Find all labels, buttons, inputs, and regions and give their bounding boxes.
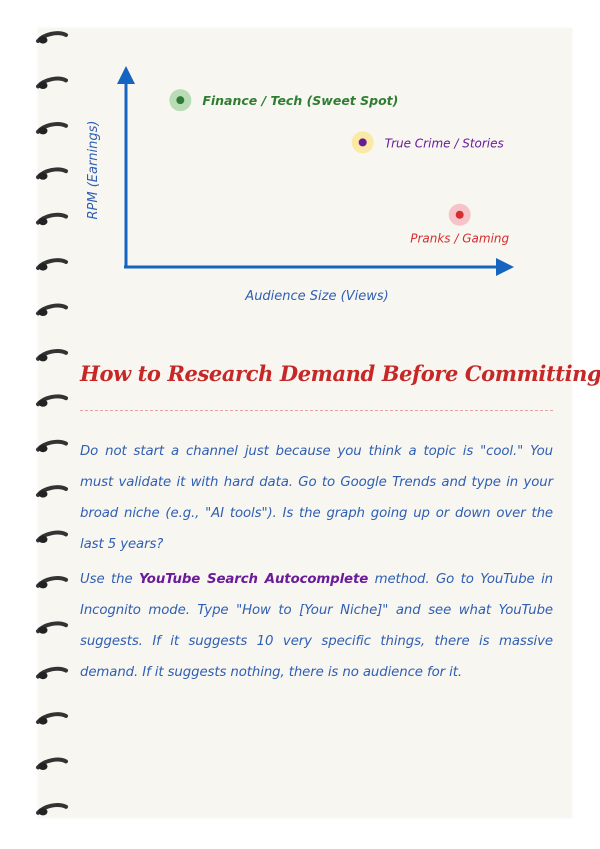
spiral-ring-icon (36, 349, 68, 362)
spiral-ring-icon (36, 485, 68, 498)
section-divider (80, 410, 553, 411)
point-dot (176, 96, 185, 105)
y-axis-label: RPM (Earnings) (86, 120, 101, 219)
spiral-ring-icon (36, 258, 68, 271)
spiral-binding (36, 31, 68, 816)
spiral-ring-icon (36, 666, 68, 680)
paragraph-autocomplete: Use the YouTube Search Autocomplete meth… (80, 564, 553, 688)
spiral-ring-icon (36, 757, 68, 771)
paragraph-rest: method. Go to YouTube in Incognito mode.… (80, 572, 553, 680)
spiral-ring-icon (36, 394, 68, 407)
spiral-ring-icon (36, 530, 68, 544)
point-label: True Crime / Stories (385, 136, 504, 150)
spiral-ring-icon (36, 212, 68, 226)
point-label: Pranks / Gaming (410, 232, 509, 246)
spiral-ring-icon (36, 712, 68, 725)
spiral-ring-icon (36, 439, 68, 453)
spiral-ring-icon (36, 167, 68, 180)
point-dot (358, 138, 367, 147)
spiral-ring-icon (36, 576, 68, 589)
spiral-ring-icon (36, 303, 68, 316)
highlight-youtube-autocomplete: YouTube Search Autocomplete (138, 572, 369, 587)
x-axis-arrow-icon (496, 258, 514, 276)
paragraph-google-trends: Do not start a channel just because you … (80, 444, 553, 552)
spiral-ring-icon (36, 803, 68, 816)
spiral-ring-icon (36, 76, 68, 89)
point-dot (455, 210, 464, 219)
y-axis-arrow-icon (117, 66, 135, 84)
paragraph-intro: Use the (80, 572, 139, 587)
x-axis-label: Audience Size (Views) (244, 289, 388, 304)
section-heading: How to Research Demand Before Committing (80, 361, 600, 386)
diagram-points: Finance / Tech (Sweet Spot) True Crime / … (169, 89, 510, 246)
spiral-ring-icon (36, 621, 68, 634)
spiral-ring-icon (36, 122, 68, 135)
spiral-ring-icon (36, 31, 68, 44)
point-label: Finance / Tech (Sweet Spot) (202, 93, 398, 108)
niche-matrix-diagram: RPM (Earnings) Audience Size (Views) Fin… (86, 66, 514, 304)
